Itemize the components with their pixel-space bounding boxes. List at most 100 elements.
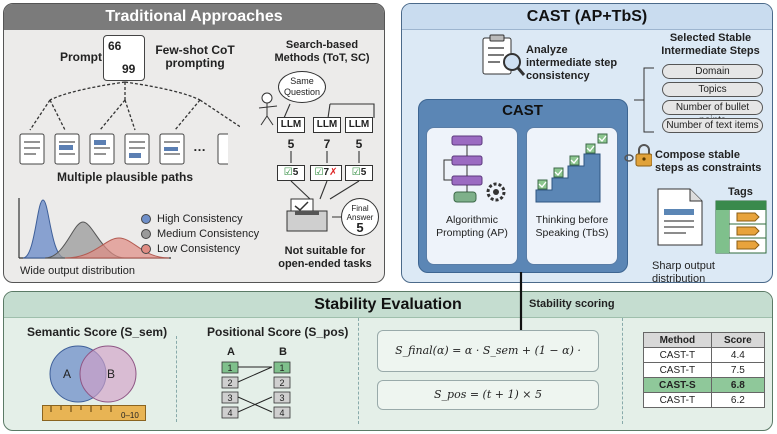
a-item-1: 1 <box>227 363 233 373</box>
b-item-3: 3 <box>279 393 285 403</box>
ruler-icon: 0–10 <box>42 405 146 421</box>
wide-dist-label: Wide output distribution <box>20 265 135 277</box>
table-cell-score: 6.2 <box>710 392 766 408</box>
question-arrows <box>283 103 375 119</box>
vote-value-1: 5 <box>292 167 299 178</box>
check-icon: ☑ <box>283 167 293 178</box>
b-item-2: 2 <box>279 378 285 388</box>
score-table: Method Score CAST-T 4.4 CAST-T 7.5 CAST-… <box>643 332 766 408</box>
tags-label: Tags <box>728 186 753 198</box>
vote-box-1: ☑5 <box>277 165 305 181</box>
vote-value-2: 7 <box>323 167 330 178</box>
table-row: CAST-T 6.2 <box>643 392 766 408</box>
answer-2: 7 <box>323 137 331 151</box>
step-domain: Domain <box>662 64 763 79</box>
legend-high-label: High Consistency <box>157 213 243 225</box>
not-suitable-label: Not suitable for open-ended tasks <box>278 245 372 270</box>
divider <box>176 336 177 422</box>
paths-tree-arrows <box>29 81 240 131</box>
divider <box>622 318 623 424</box>
table-cell-method: CAST-T <box>643 392 712 408</box>
llm-box-3: LLM <box>345 117 373 133</box>
legend-low-label: Low Consistency <box>157 243 241 255</box>
vote-arrows <box>290 181 360 200</box>
search-based-label: Search-based Methods (ToT, SC) <box>274 39 370 64</box>
column-a-label: A <box>227 346 235 358</box>
tags-table-icon <box>715 200 767 254</box>
a-item-3: 3 <box>227 393 233 403</box>
divider <box>358 318 359 424</box>
vote-box-3: ☑5 <box>345 165 373 181</box>
legend-medium-dot <box>141 229 151 239</box>
column-b-label: B <box>279 346 287 358</box>
steps-bracket <box>634 67 654 133</box>
ap-label: Algorithmic Prompting (AP) <box>436 214 508 239</box>
wide-distribution-plot <box>18 198 171 259</box>
prompt-document-icon: 66 99 <box>103 35 145 81</box>
paths-documents <box>18 132 243 168</box>
table-row-highlighted: CAST-S 6.8 <box>643 377 766 393</box>
venn-b-label: B <box>107 367 116 381</box>
analyze-label: Analyze intermediate step consistency <box>526 44 618 82</box>
final-answer-label: Final Answer <box>346 204 374 222</box>
same-question-bubble: Same Question <box>278 71 326 103</box>
fewshot-label: Few-shot CoT prompting <box>155 43 235 70</box>
cast-title: CAST (AP+TbS) <box>402 4 772 30</box>
final-score-equation: S_final(α) = α · S_sem + (1 − α) · S_pos <box>377 330 599 397</box>
llm-box-1: LLM <box>277 117 305 133</box>
positional-score-equation: S_pos = (t + 1) × 5 <box>377 380 599 410</box>
table-row: CAST-T 4.4 <box>643 347 766 363</box>
legend-low-dot <box>141 244 151 254</box>
table-cell-method: CAST-T <box>643 347 712 363</box>
answer-1: 5 <box>287 137 295 151</box>
lock-chain-icon <box>624 144 652 167</box>
vote-box-2: ☑7✗ <box>310 165 342 181</box>
table-cell-score: 7.5 <box>710 362 766 378</box>
selected-steps-label: Selected Stable Intermediate Steps <box>661 32 760 57</box>
legend-high-dot <box>141 214 151 224</box>
venn-a-label: A <box>63 367 72 381</box>
table-cell-method: CAST-T <box>643 362 712 378</box>
table-header-score: Score <box>710 332 766 348</box>
b-item-4: 4 <box>279 408 285 418</box>
table-row: CAST-T 7.5 <box>643 362 766 378</box>
stability-scoring-label: Stability scoring <box>529 298 615 310</box>
paths-label: Multiple plausible paths <box>56 170 193 184</box>
a-item-4: 4 <box>227 408 233 418</box>
clipboard-magnifier-icon <box>482 34 526 76</box>
check-icon: ☑ <box>314 167 324 178</box>
traditional-title: Traditional Approaches <box>4 4 384 30</box>
step-text-items: Number of text items <box>662 118 763 133</box>
final-answer-circle: Final Answer 5 <box>341 198 379 236</box>
step-bullet-points: Number of bullet points <box>662 100 763 126</box>
stairs-icon <box>535 133 608 203</box>
same-question-text: Same Question <box>283 76 321 97</box>
table-cell-score: 4.4 <box>710 347 766 363</box>
prompt-number-bottom: 99 <box>122 62 136 76</box>
cross-icon: ✗ <box>329 167 338 178</box>
stability-title: Stability Evaluation <box>4 292 772 318</box>
ruler-label: 0–10 <box>121 411 139 420</box>
compose-label: Compose stable steps as constraints <box>655 149 762 174</box>
person-icon <box>258 92 278 126</box>
flowchart-icon <box>443 135 506 203</box>
output-document-icon <box>657 188 703 246</box>
a-item-2: 2 <box>227 378 233 388</box>
check-icon: ☑ <box>351 167 361 178</box>
venn-diagram <box>49 345 137 403</box>
table-cell-score: 6.8 <box>710 377 766 393</box>
step-topics: Topics <box>662 82 763 97</box>
legend-medium-label: Medium Consistency <box>157 228 260 240</box>
semantic-score-label: Semantic Score (S_sem) <box>27 325 168 339</box>
b-item-1: 1 <box>279 363 285 373</box>
ballot-box-icon <box>286 198 328 232</box>
sharp-dist-label: Sharp output distribution <box>652 260 715 285</box>
prompt-label: Prompt <box>60 50 102 64</box>
paths-ellipsis: … <box>193 139 206 154</box>
vote-value-3: 5 <box>360 167 367 178</box>
table-cell-method: CAST-S <box>643 377 712 393</box>
prompt-number-top: 66 <box>108 39 122 53</box>
table-header-method: Method <box>643 332 712 348</box>
positional-mapping <box>221 361 291 419</box>
tbs-label: Thinking before Speaking (TbS) <box>535 214 609 239</box>
